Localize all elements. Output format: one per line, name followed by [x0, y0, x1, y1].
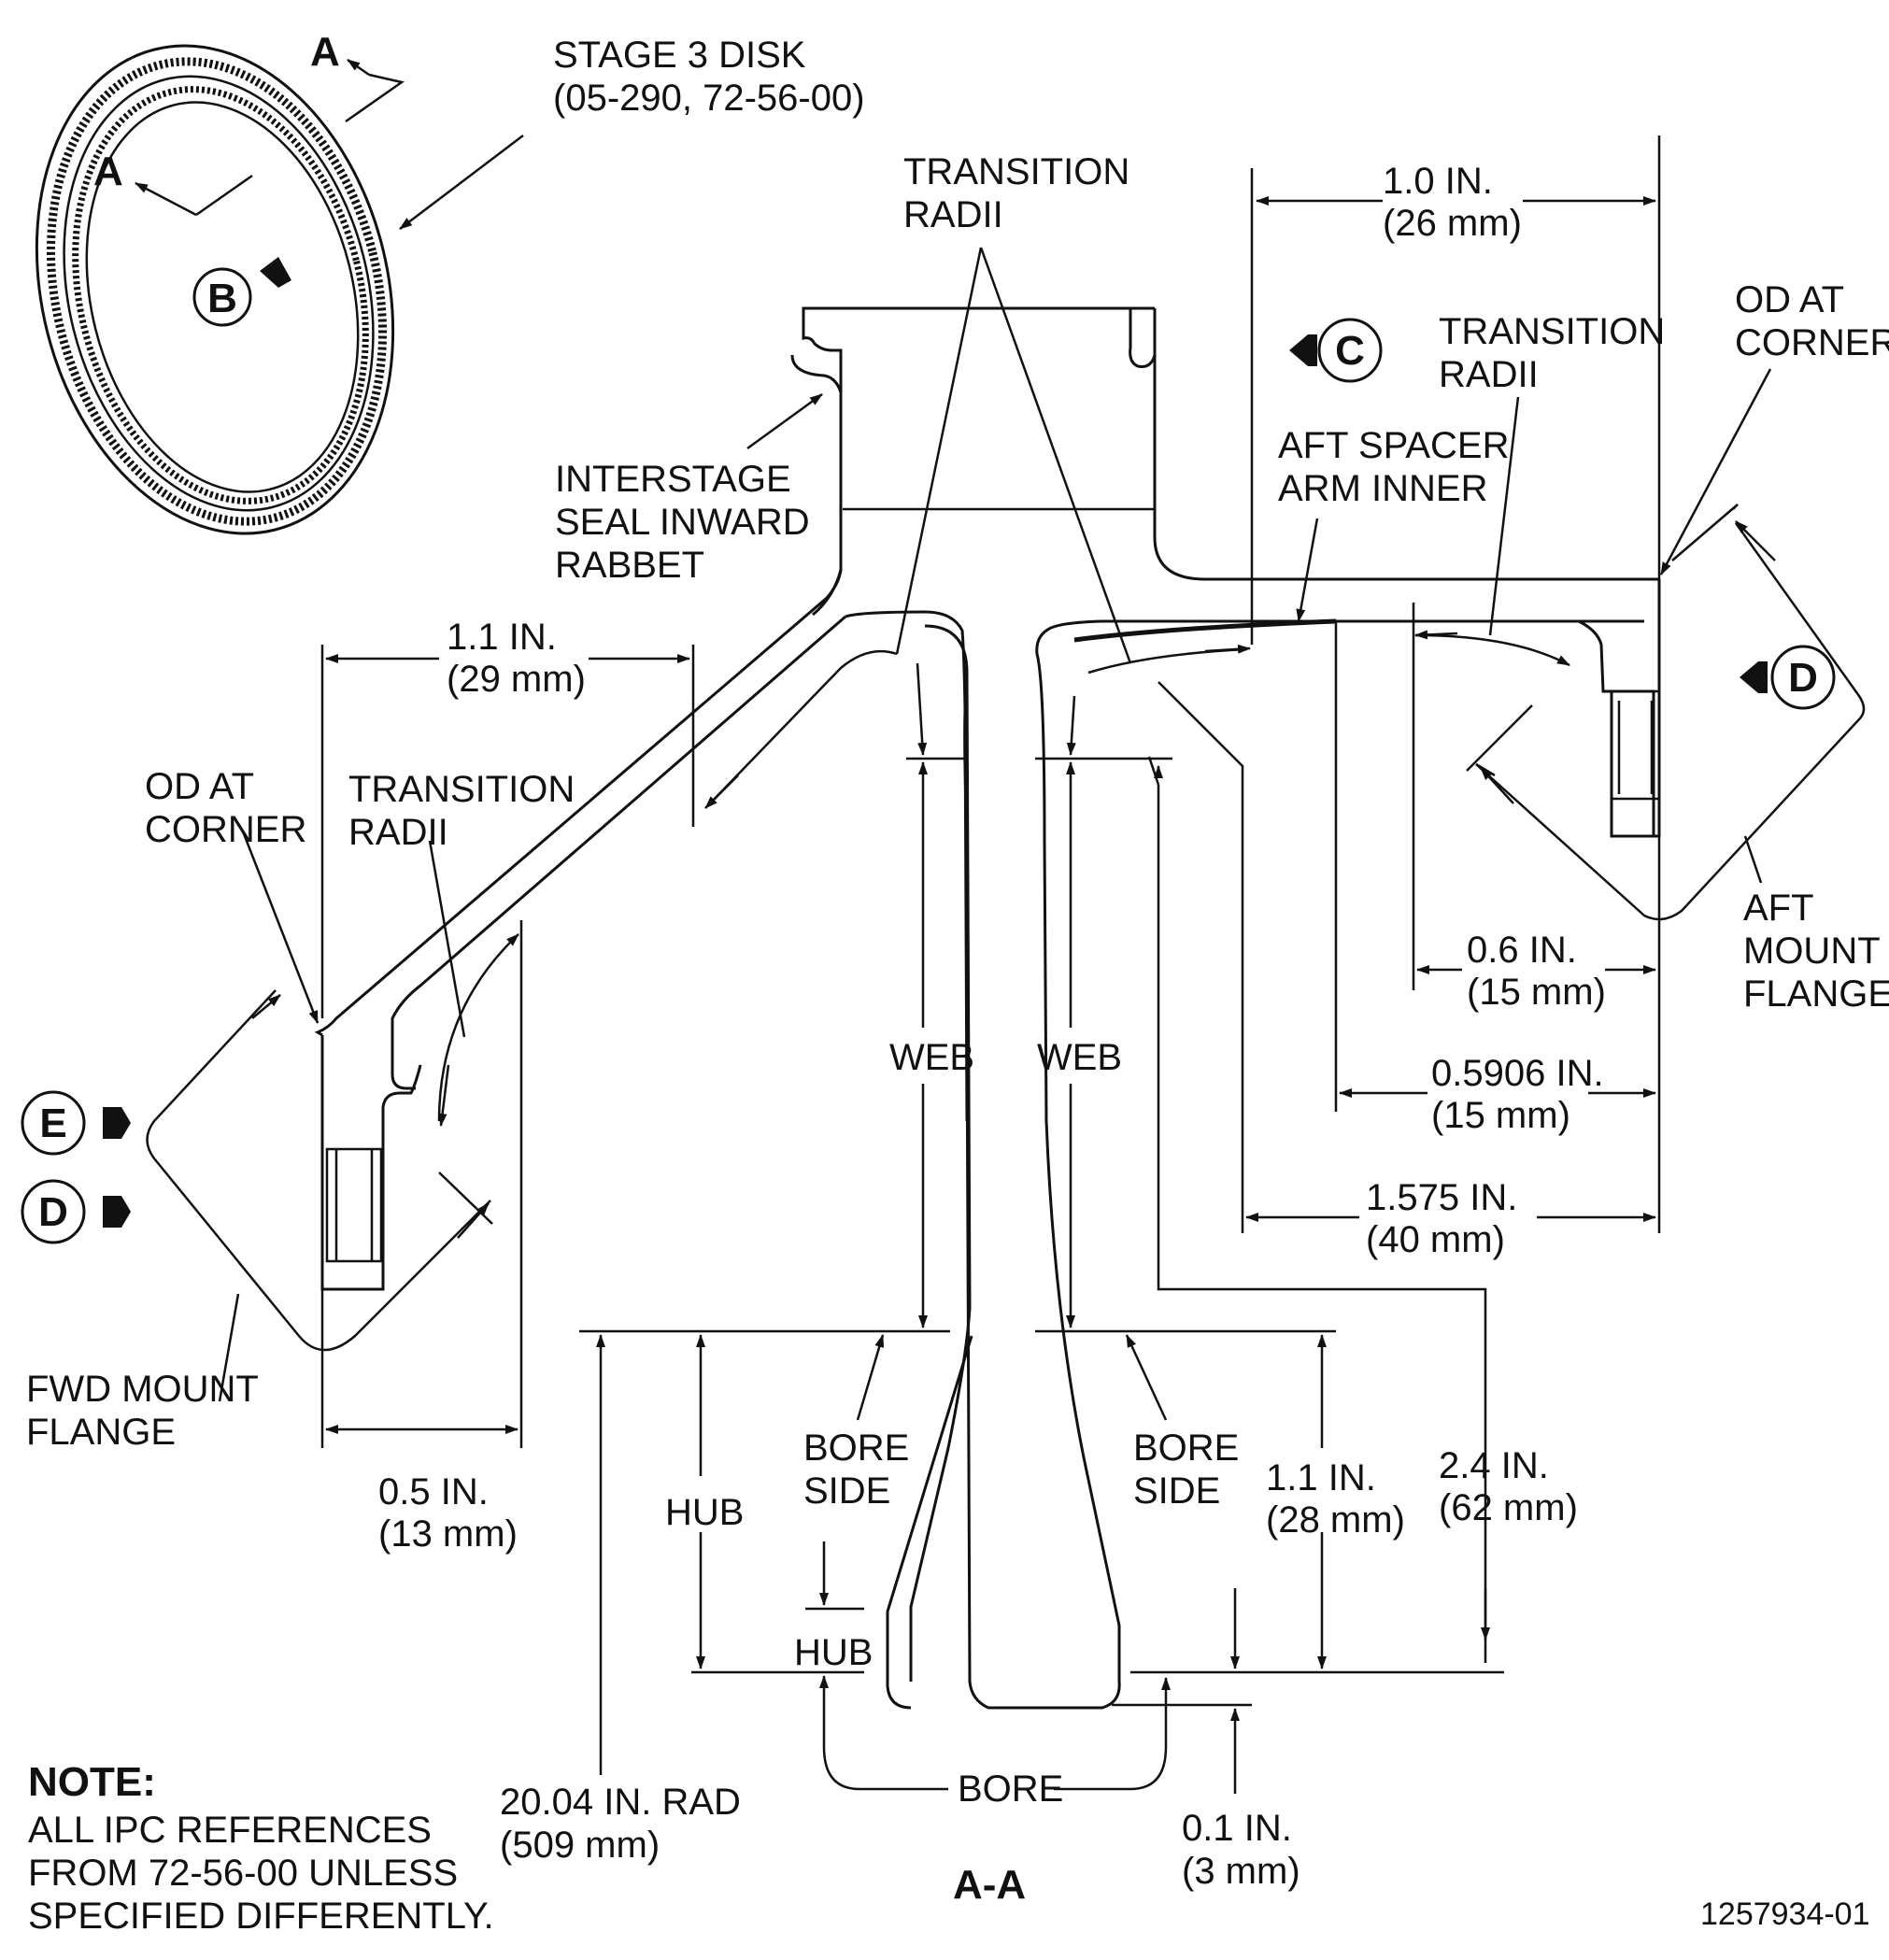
dim-1-1-in: 1.1 IN.	[447, 617, 557, 658]
dim-1-1b-in: 1.1 IN.	[1266, 1457, 1376, 1498]
bore-side-right-2: SIDE	[1133, 1470, 1220, 1512]
hub-left-label: HUB	[665, 1492, 744, 1533]
aft-mount-1: AFT	[1743, 888, 1814, 929]
note-block: NOTE: ALL IPC REFERENCES FROM 72-56-00 U…	[28, 1759, 494, 1937]
view-c-letter: C	[1335, 328, 1365, 374]
bore-label: BORE	[958, 1768, 1063, 1810]
transition-radii-left-1: TRANSITION	[348, 769, 575, 810]
od-left-1: OD AT	[145, 766, 254, 807]
transition-radii-right-1: TRANSITION	[1439, 311, 1665, 352]
web-left-label: WEB	[889, 1037, 974, 1078]
dim-1-1-mm: (29 mm)	[447, 659, 586, 700]
disk-ref: (05-290, 72-56-00)	[553, 78, 865, 119]
note-line-2: FROM 72-56-00 UNLESS	[28, 1853, 458, 1894]
view-b-letter: B	[207, 276, 237, 321]
transition-radii-right-2: RADII	[1439, 354, 1539, 395]
note-line-1: ALL IPC REFERENCES	[28, 1810, 432, 1851]
dim-0-5-mm: (13 mm)	[378, 1513, 518, 1555]
view-callout-c: C	[1289, 318, 1383, 383]
view-callout-d-left: D	[21, 1179, 131, 1244]
figure-id: 1257934-01	[1700, 1896, 1870, 1932]
dim-0-5906-in: 0.5906 IN.	[1431, 1053, 1604, 1094]
dim-1-0-mm: (26 mm)	[1383, 203, 1522, 244]
fwd-mount-2: FLANGE	[26, 1412, 176, 1453]
view-b-circle	[192, 267, 252, 327]
section-letter-left: A	[93, 149, 123, 194]
view-d-left-letter: D	[38, 1189, 68, 1235]
aft-spacer-2: ARM INNER	[1278, 468, 1487, 509]
dim-0-1-in: 0.1 IN.	[1182, 1808, 1292, 1849]
od-right-1: OD AT	[1735, 279, 1844, 320]
dim-1-1b-mm: (28 mm)	[1266, 1499, 1405, 1541]
dim-1-0-in: 1.0 IN.	[1383, 161, 1493, 202]
aft-spacer-1: AFT SPACER	[1278, 425, 1509, 466]
aft-mount-3: FLANGE	[1743, 973, 1889, 1015]
note-heading: NOTE:	[28, 1759, 156, 1805]
disk-labels: STAGE 3 DISK (05-290, 72-56-00) A A B	[93, 29, 865, 321]
bore-side-right-1: BORE	[1133, 1427, 1239, 1469]
dim-2-4-in: 2.4 IN.	[1439, 1445, 1549, 1486]
dim-1-575-mm: (40 mm)	[1366, 1219, 1505, 1260]
view-callout-e: E	[21, 1090, 131, 1156]
web-right-label: WEB	[1037, 1037, 1122, 1078]
transition-radii-top-2: RADII	[903, 194, 1003, 235]
note-line-3: SPECIFIED DIFFERENTLY.	[28, 1896, 494, 1937]
hub-small-label: HUB	[794, 1632, 873, 1673]
dim-0-1-mm: (3 mm)	[1182, 1851, 1300, 1892]
dim-2-4-mm: (62 mm)	[1439, 1487, 1578, 1528]
aft-mount-2: MOUNT	[1743, 930, 1881, 972]
transition-radii-top-1: TRANSITION	[903, 151, 1129, 192]
interstage-3: RABBET	[555, 545, 704, 586]
disk-cross-section	[314, 306, 1661, 1710]
dimension-labels: 1.0 IN. (26 mm) 1.1 IN. (29 mm) 0.6 IN. …	[378, 161, 1606, 1892]
dim-0-6-mm: (15 mm)	[1467, 972, 1606, 1013]
stage-3-disk-view	[35, 44, 524, 535]
dim-0-6-in: 0.6 IN.	[1467, 930, 1577, 971]
od-left-2: CORNER	[145, 809, 306, 850]
bore-side-left-1: BORE	[803, 1427, 909, 1469]
section-letter-top: A	[310, 29, 340, 75]
dim-1-575-in: 1.575 IN.	[1366, 1177, 1517, 1218]
od-right-2: CORNER	[1735, 322, 1889, 363]
leader-lines	[146, 247, 1866, 1402]
dim-0-5906-mm: (15 mm)	[1431, 1095, 1570, 1136]
view-e-letter: E	[39, 1101, 66, 1146]
view-callout-d-right: D	[1740, 645, 1836, 710]
section-title: A-A	[953, 1862, 1026, 1908]
interstage-2: SEAL INWARD	[555, 502, 810, 543]
interstage-1: INTERSTAGE	[555, 459, 791, 500]
dim-0-5-in: 0.5 IN.	[378, 1471, 489, 1513]
dim-20-04-mm: (509 mm)	[500, 1825, 660, 1866]
view-d-right-letter: D	[1788, 655, 1818, 701]
dimension-lines	[320, 135, 1661, 1794]
transition-radii-left-2: RADII	[348, 812, 448, 853]
bore-side-left-2: SIDE	[803, 1470, 890, 1512]
fwd-mount-1: FWD MOUNT	[26, 1369, 259, 1410]
feature-labels: TRANSITION RADII TRANSITION RADII TRANSI…	[26, 151, 1889, 1810]
dim-20-04-in: 20.04 IN. RAD	[500, 1782, 741, 1823]
disk-name: STAGE 3 DISK	[553, 35, 806, 76]
